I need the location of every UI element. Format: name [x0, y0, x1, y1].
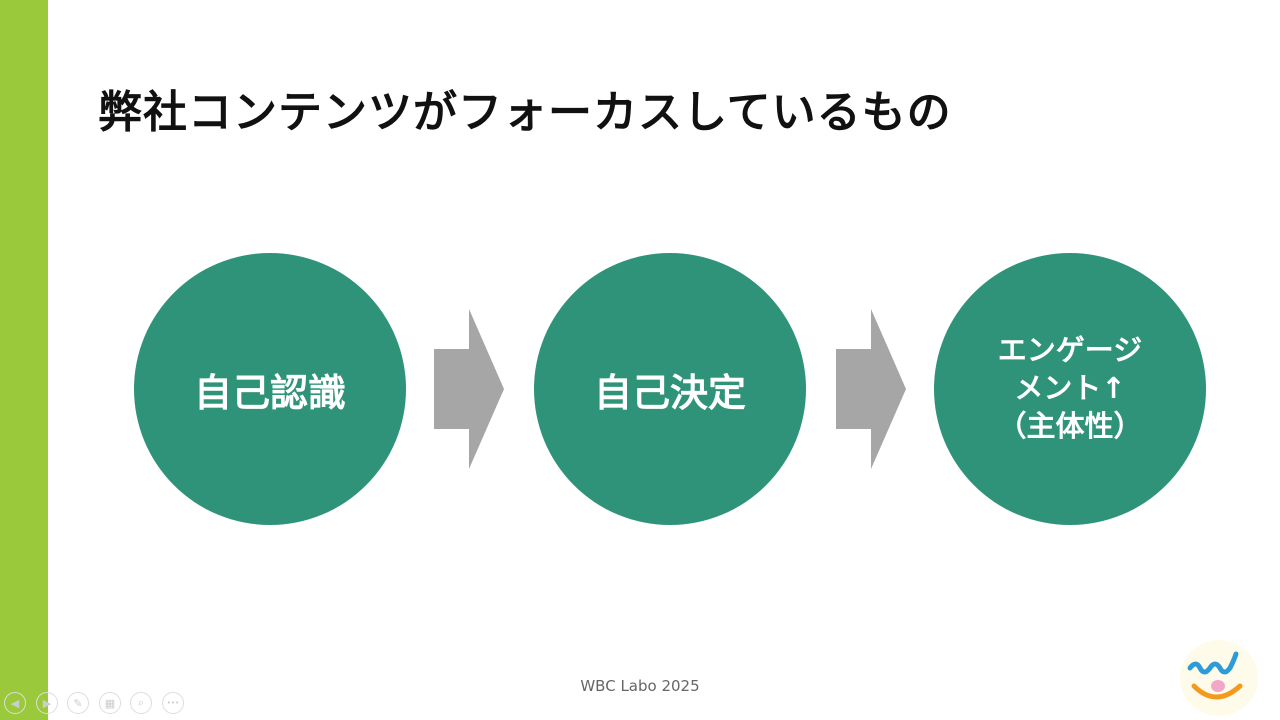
pen-button[interactable]: ✎: [67, 692, 89, 714]
next-icon: ▶: [42, 696, 52, 710]
step-self-awareness: 自己認識: [134, 253, 406, 525]
step-label-line: （主体性）: [997, 408, 1143, 443]
more-button[interactable]: •••: [162, 692, 184, 714]
arrow-right-icon: [434, 309, 504, 469]
zoom-icon: ⌕: [137, 696, 145, 709]
previous-slide-button[interactable]: ◀: [4, 692, 26, 714]
footer-text: WBC Labo 2025: [580, 677, 700, 695]
step-label-line: エンゲージ: [997, 333, 1143, 368]
logo-icon: [1180, 640, 1258, 716]
prev-icon: ◀: [10, 696, 20, 710]
pen-icon: ✎: [73, 696, 83, 710]
step-engagement: エンゲージ メント↑ （主体性）: [934, 253, 1206, 525]
step-label: 自己決定: [593, 370, 746, 415]
accent-bar: [0, 0, 48, 720]
step-self-determination: 自己決定: [534, 253, 806, 525]
next-slide-button[interactable]: ▶: [36, 692, 58, 714]
zoom-button[interactable]: ⌕: [130, 692, 152, 714]
slides-button[interactable]: ▦: [99, 692, 121, 714]
step-label: 自己認識: [193, 370, 346, 415]
arrow-right-icon: [836, 309, 906, 469]
step-label-line: メント↑: [1014, 371, 1126, 406]
more-icon: •••: [166, 699, 180, 707]
slides-icon: ▦: [104, 696, 116, 710]
slide-title: 弊社コンテンツがフォーカスしているもの: [98, 87, 952, 138]
